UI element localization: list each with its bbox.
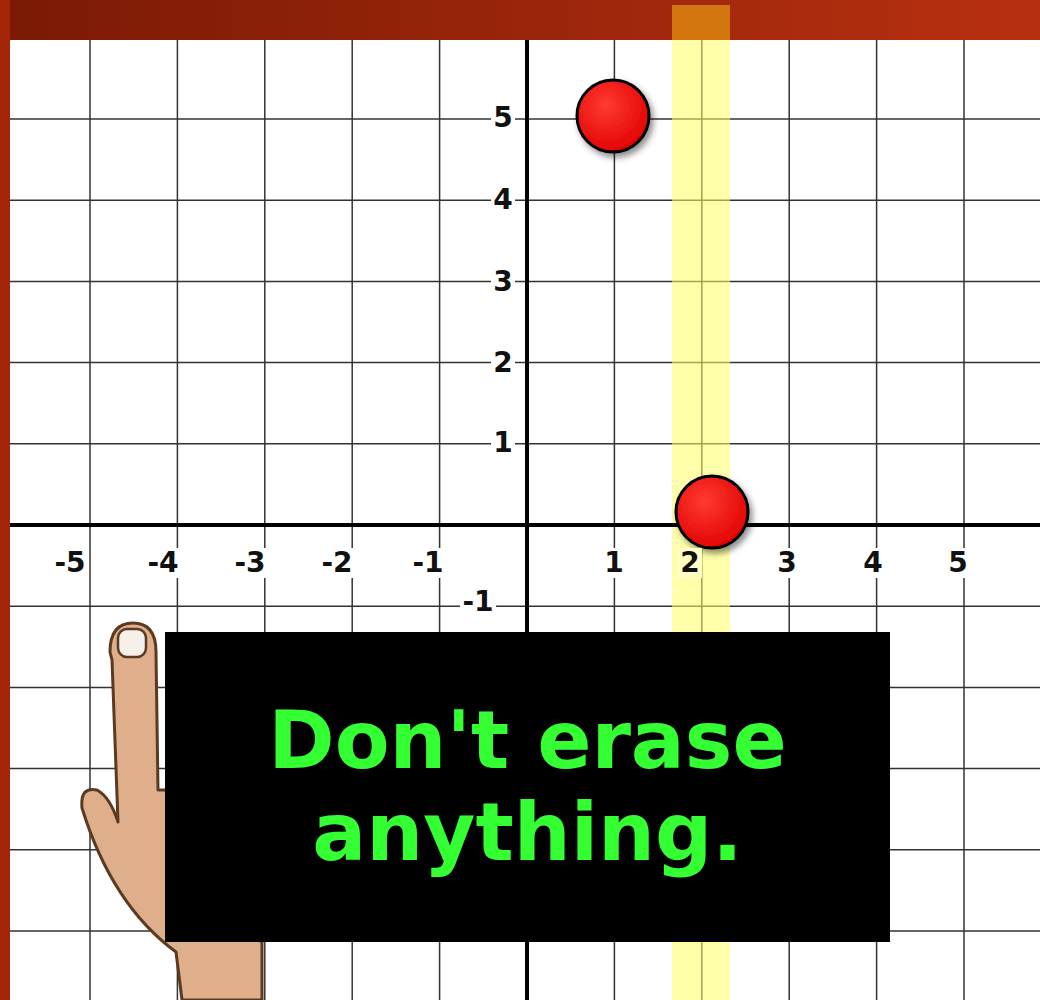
x-axis-number: 2 bbox=[678, 548, 701, 578]
y-axis-number: -1 bbox=[460, 587, 495, 617]
x-axis-number: -4 bbox=[145, 548, 180, 578]
left-border bbox=[0, 0, 10, 1000]
x-axis-number: 1 bbox=[602, 548, 625, 578]
grid-line bbox=[89, 38, 91, 1000]
y-axis-number: 4 bbox=[491, 185, 514, 215]
x-axis-number: 3 bbox=[775, 548, 798, 578]
y-axis-number: 2 bbox=[491, 348, 514, 378]
x-axis-number: -2 bbox=[319, 548, 354, 578]
grid-line bbox=[10, 524, 1040, 526]
note-box: Don't erase anything. bbox=[165, 632, 890, 942]
point-dot bbox=[676, 476, 748, 548]
x-axis-number: -1 bbox=[410, 548, 445, 578]
x-axis-number: -5 bbox=[52, 548, 87, 578]
y-axis-number: 5 bbox=[491, 103, 514, 133]
x-axis-number: -3 bbox=[232, 548, 267, 578]
x-axis bbox=[10, 523, 1040, 527]
grid-lines bbox=[3, 38, 1040, 1000]
y-axis-number: 1 bbox=[491, 428, 514, 458]
point-dot bbox=[577, 80, 649, 152]
top-bar bbox=[0, 0, 1040, 40]
grid-line bbox=[963, 38, 965, 1000]
x-axis-number: 5 bbox=[946, 548, 969, 578]
note-text: Don't erase anything. bbox=[189, 695, 866, 879]
highlight-band-top bbox=[672, 5, 730, 40]
finger-nail bbox=[118, 629, 146, 657]
y-axis-number: 3 bbox=[491, 267, 514, 297]
x-axis-number: 4 bbox=[861, 548, 884, 578]
